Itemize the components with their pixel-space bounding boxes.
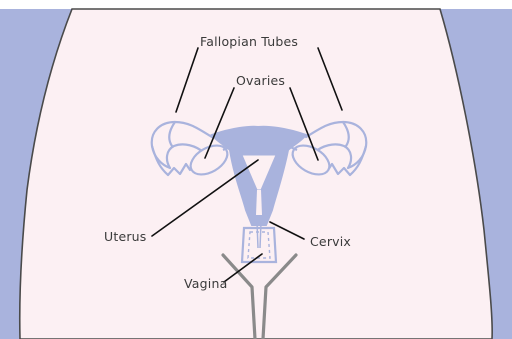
cervix-label: Cervix: [310, 234, 351, 249]
vagina-label: Vagina: [184, 276, 227, 291]
ovaries-label: Ovaries: [236, 73, 285, 88]
top-white-strip: [0, 0, 512, 9]
fallopian-tubes-label: Fallopian Tubes: [200, 34, 298, 49]
uterus-label: Uterus: [104, 229, 147, 244]
